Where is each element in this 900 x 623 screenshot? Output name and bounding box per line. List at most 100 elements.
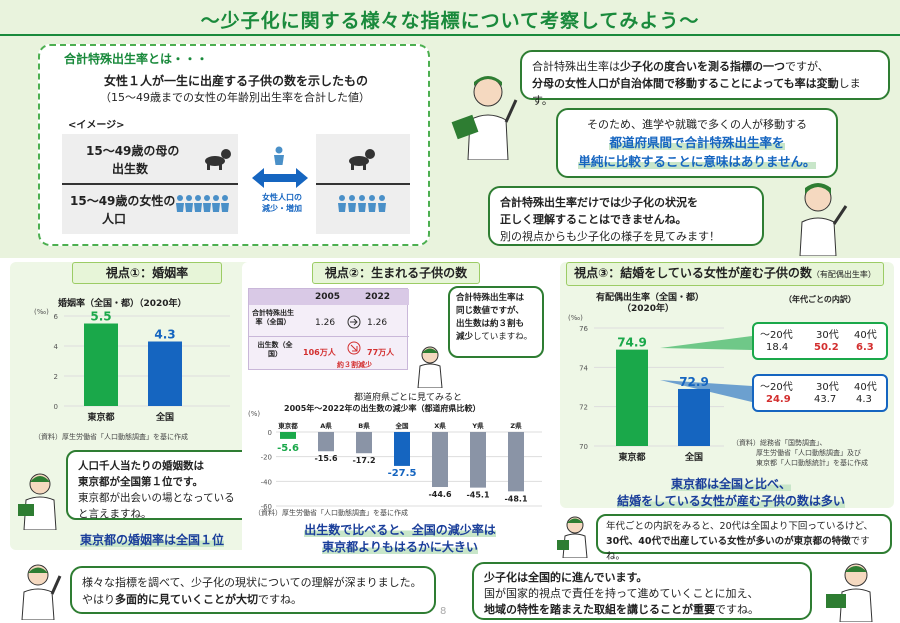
bubble-2: そのため、進学や就職で多くの人が移動する 都道府県間で合計特殊出生率を 単純に比…: [556, 108, 838, 178]
x-tick-label: B県: [358, 421, 370, 430]
p1-b3: 東京都が出会いの場となっている: [78, 492, 235, 504]
p2-b2: 同じ数値ですが、: [456, 306, 524, 316]
x-tick-label: 全国: [395, 421, 410, 430]
p2-b4b: していますね。: [473, 332, 533, 342]
p3-bubble: 年代ごとの内訳をみると、20代は全国より下回っているけど、 30代、40代で出産…: [596, 514, 892, 562]
y-tick-label: 0: [54, 403, 58, 411]
p1-chart-title: 婚姻率（全国・都）（2020年）: [58, 299, 187, 309]
panel-3-title: 視点③：結婚をしている女性が産む子供の数（有配偶出生率）: [566, 262, 884, 286]
y-tick-label: 72: [579, 404, 588, 412]
chart-birth-decline: (%)0-20-40-60東京都-5.6A県-15.6B県-17.2全国-27.…: [248, 410, 542, 511]
table-row2-note: 約３割減少: [337, 361, 372, 369]
x-tick-label: 全国: [155, 411, 174, 423]
p2-b4: 減少: [456, 332, 474, 342]
x-tick-label: Z県: [510, 421, 522, 430]
title-underline: [0, 34, 900, 36]
panel-2-title: 視点②：生まれる子供の数: [312, 262, 480, 284]
student-illustration-1: [18, 473, 57, 530]
formula-right-box: [316, 134, 410, 234]
p2-b3: 出生数は約３割も: [456, 319, 525, 329]
y-tick-label: -40: [261, 478, 272, 486]
bt-v3: 6.3: [856, 342, 874, 353]
bar: [148, 341, 182, 406]
breakdown-box-tokyo: 〜20代 30代 40代 18.4 50.2 6.3: [752, 322, 888, 360]
p2-chart-title: 2005年〜2022年の出生数の減少率（都道府県比較）: [284, 404, 481, 413]
woman-icon: [274, 146, 284, 165]
x-tick-label: 全国: [684, 451, 703, 463]
y-unit: (‰): [34, 308, 49, 316]
table-row1-v2: 1.26: [367, 318, 388, 328]
fraction-line-right: [316, 183, 410, 185]
formula-left-box: 15〜49歳の母の 出生数 15〜49歳の女性の 人口: [62, 134, 238, 234]
bar: [318, 432, 334, 452]
bn-v3: 4.3: [856, 394, 872, 405]
data-label: -15.6: [314, 454, 337, 463]
x-tick-label: Y県: [471, 421, 484, 430]
bubble-1: 合計特殊出生率は少子化の度合いを測る指標の一つですが、 分母の女性人口が自治体間…: [520, 50, 890, 107]
p1-b4: と言えますね。: [78, 508, 152, 520]
bar: [678, 388, 710, 446]
table-col-2005: 2005: [315, 292, 341, 302]
bar: [470, 432, 486, 488]
table-divider: [249, 336, 409, 337]
denominator-label: 15〜49歳の女性の: [70, 194, 176, 208]
comparison-table: 2005 2022 合計特殊出生率（全国） 1.26 1.26 出生数（全国） …: [248, 288, 409, 370]
y-tick-label: 70: [579, 443, 588, 451]
y-tick-label: 74: [579, 364, 588, 372]
down-arrow-icon: [347, 341, 361, 355]
double-arrow-icon: [252, 168, 308, 188]
page-title: 〜少子化に関する様々な指標について考察してみよう〜: [200, 10, 700, 32]
y-tick-label: -60: [261, 503, 272, 511]
bn-v1: 24.9: [766, 394, 791, 405]
p3-summary: 東京都は全国と比べ、 結婚をしている女性が産む子供の数は多い: [617, 477, 845, 508]
table-row1-v1: 1.26: [315, 318, 336, 328]
x-tick-label: A県: [320, 421, 332, 430]
table-col-2022: 2022: [365, 292, 391, 302]
data-label: 74.9: [617, 336, 647, 350]
x-tick-label: X県: [434, 421, 446, 430]
data-label: -5.6: [277, 443, 299, 454]
p3-source-3: 東京都「人口動態統計」を基に作成: [756, 459, 868, 467]
b1-1a: 合計特殊出生率は: [532, 60, 620, 73]
bar: [84, 323, 118, 406]
p2-b1: 合計特殊出生率は: [456, 293, 525, 303]
bar: [394, 432, 410, 466]
footer-right-1: 少子化は全国的に進んでいます。: [484, 571, 648, 584]
bar: [508, 432, 524, 492]
p2-source: （資料）厚生労働省「人口動態調査」を基に作成: [254, 509, 408, 517]
arrow-label-2: 減少・増加: [262, 204, 302, 213]
bar: [280, 432, 296, 439]
fraction-line-left: [62, 183, 238, 185]
bt-h2: 30代: [816, 330, 839, 341]
y-tick-label: 4: [54, 343, 59, 351]
p1-summary: 東京都の婚姻率は全国１位: [79, 533, 224, 547]
b1-2a: 分母の女性人口が自治体間で移動することによっても率は変動: [532, 77, 839, 90]
b2-2: 都道府県間で合計特殊出生率を: [609, 135, 785, 150]
bn-v2: 43.7: [814, 394, 837, 405]
baby-icon: [205, 149, 231, 170]
footer-left-1: 様々な指標を調べて、少子化の現状についての理解が深まりました。: [82, 576, 422, 589]
p3-b2b: ですね。: [606, 536, 870, 562]
definition-heading: 合計特殊出生率とは・・・: [64, 52, 209, 66]
p2-subheading: 都道府県ごとに見てみると: [354, 393, 463, 403]
data-label: -27.5: [388, 468, 417, 479]
p3-b1: 年代ごとの内訳をみると、20代は全国より下回っているけど、: [606, 521, 873, 532]
y-tick-label: 0: [268, 429, 272, 437]
teacher-illustration-2: [826, 563, 873, 622]
bn-h1: 〜20代: [760, 382, 793, 393]
baby-icon-right: [349, 149, 375, 170]
table-row2-label: 出生数（全国）: [257, 341, 293, 358]
footer-right-2: 国が国家的視点で責任を持って進めていくことに加え、: [484, 587, 759, 600]
p1-b1: 人口千人当たりの婚姻数は: [78, 460, 204, 472]
bt-v1: 18.4: [766, 342, 789, 353]
data-label: -45.1: [466, 491, 489, 500]
data-label: 5.5: [90, 310, 111, 324]
women-icon: [176, 195, 229, 212]
presenter-illustration: [799, 183, 848, 256]
b3-1: 合計特殊出生率だけでは少子化の状況を: [500, 196, 698, 209]
teacher-illustration: [451, 76, 518, 160]
table-row1-label: 合計特殊出生率（全国）: [252, 309, 294, 326]
y-tick-label: 6: [54, 313, 59, 321]
